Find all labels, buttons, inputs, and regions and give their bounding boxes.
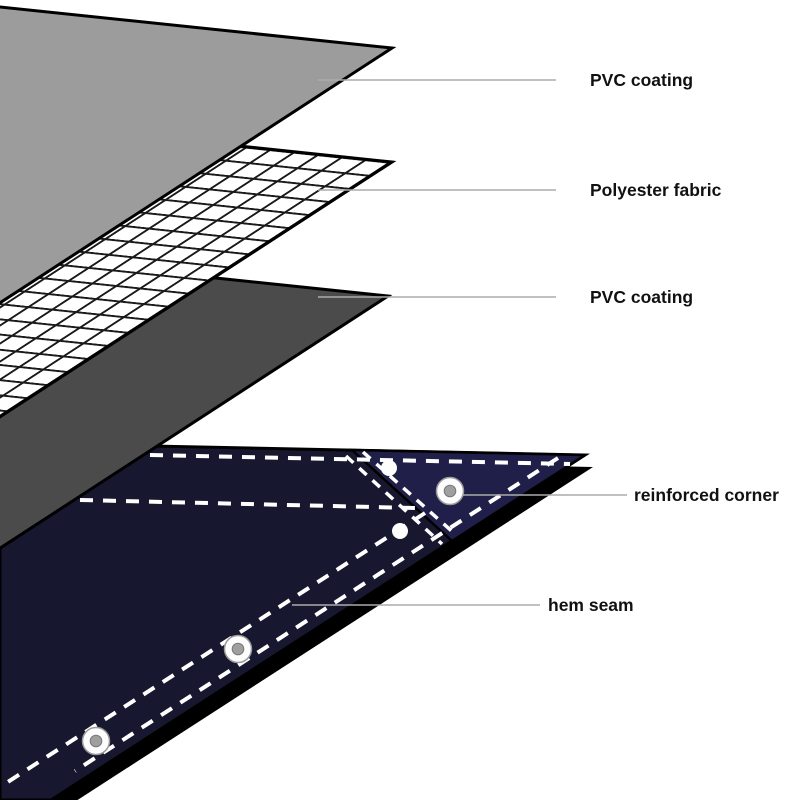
- label-hem-seam: hem seam: [548, 595, 634, 615]
- grommet-hem-2: [81, 726, 111, 756]
- stitch-line-corner-seam-right: [361, 450, 457, 536]
- stitch-line-top-hem-inner: [79, 498, 416, 510]
- label-pvc-coating-top: PVC coating: [590, 70, 693, 90]
- stitch-line-right-hem-inner: [0, 511, 427, 789]
- grommet-hem-1: [223, 634, 253, 664]
- stitch-lines: [0, 450, 571, 789]
- grommet-corner: [435, 476, 465, 506]
- rivet-dot-2: [392, 523, 408, 539]
- label-pvc-coating-bottom: PVC coating: [590, 287, 693, 307]
- stitch-line-top-edge: [149, 453, 571, 466]
- stitch-line-corner-seam-left: [344, 454, 444, 546]
- label-polyester-fabric: Polyester fabric: [590, 180, 722, 200]
- pvc-top-sheet: [0, 5, 397, 305]
- tarpaulin: [0, 442, 593, 800]
- stitch-line-right-edge: [73, 456, 560, 773]
- label-reinforced-corner: reinforced corner: [634, 485, 779, 505]
- callout-labels: PVC coating Polyester fabric PVC coating…: [548, 70, 779, 615]
- rivet-dot-1: [381, 460, 397, 476]
- corner-rivets: [381, 460, 408, 539]
- leader-lines: [292, 79, 627, 606]
